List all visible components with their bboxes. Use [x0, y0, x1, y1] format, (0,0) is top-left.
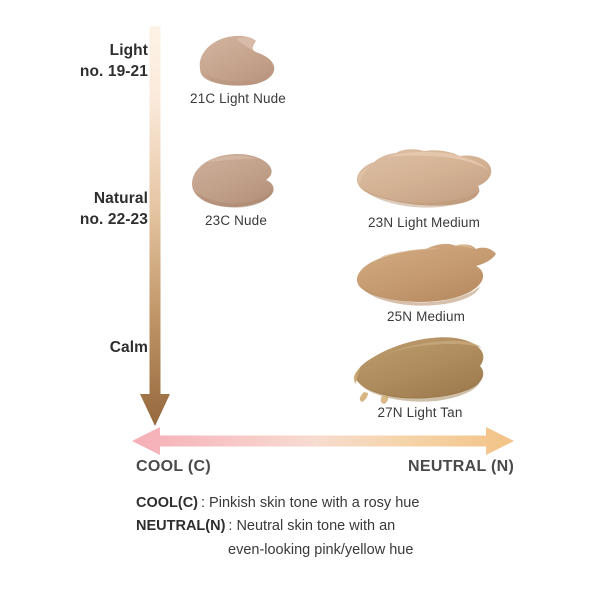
- swatch-caption-21c: 21C Light Nude: [190, 91, 286, 106]
- legend-term-neutral: NEUTRAL(N): [136, 518, 226, 535]
- tier-light-line2: no. 19-21: [79, 63, 148, 81]
- swatch-23c-nude[interactable]: 23C Nude: [176, 150, 296, 228]
- legend-colon-neutral: :: [228, 518, 233, 535]
- tier-light-line1: Light: [109, 42, 148, 59]
- swatch-blob-23c: [192, 154, 274, 208]
- legend-definition-neutral-continued: even-looking pink/yellow hue: [228, 541, 414, 558]
- legend-row-cool: COOL(C) : Pinkish skin tone with a rosy …: [0, 492, 600, 515]
- swatch-25n-medium[interactable]: 25N Medium: [350, 242, 502, 324]
- legend-colon-cool: :: [201, 495, 206, 511]
- swatch-caption-23c: 23C Nude: [205, 213, 267, 228]
- swatch-blob-27n: [353, 337, 484, 404]
- tier-natural-line1: Natural: [93, 190, 148, 207]
- tier-label-calm: Calm: [110, 337, 148, 358]
- tier-calm-line1: Calm: [109, 339, 148, 356]
- undertone-axis-arrow: [132, 427, 514, 455]
- legend-definition-neutral: Neutral skin tone with an: [236, 518, 396, 535]
- legend-term-cool: COOL(C): [136, 495, 199, 511]
- swatch-caption-27n: 27N Light Tan: [377, 405, 463, 420]
- swatch-blob-23n: [356, 149, 492, 208]
- tone-depth-axis-arrow: [140, 26, 170, 426]
- swatch-23n-light-medium[interactable]: 23N Light Medium: [348, 148, 500, 230]
- tier-label-natural: Natural no. 22-23: [80, 188, 148, 231]
- swatch-caption-25n: 25N Medium: [386, 309, 466, 324]
- swatch-blob-21c: [199, 35, 275, 86]
- legend-row-neutral: NEUTRAL(N) : Neutral skin tone with an: [0, 515, 600, 538]
- legend: COOL(C) : Pinkish skin tone with a rosy …: [0, 492, 600, 562]
- swatch-blob-25n: [356, 243, 496, 306]
- swatch-27n-light-tan[interactable]: 27N Light Tan: [344, 334, 496, 420]
- pole-label-neutral: NEUTRAL (N): [408, 458, 515, 475]
- swatch-caption-23n: 23N Light Medium: [368, 215, 480, 230]
- tier-natural-line2: no. 22-23: [79, 211, 148, 229]
- legend-row-neutral-continued: even-looking pink/yellow hue: [0, 539, 600, 562]
- swatch-21c-light-nude[interactable]: 21C Light Nude: [178, 30, 298, 106]
- tier-label-light: Light no. 19-21: [80, 40, 148, 83]
- pole-label-cool: COOL (C): [136, 458, 211, 475]
- legend-definition-cool: Pinkish skin tone with a rosy hue: [209, 495, 420, 511]
